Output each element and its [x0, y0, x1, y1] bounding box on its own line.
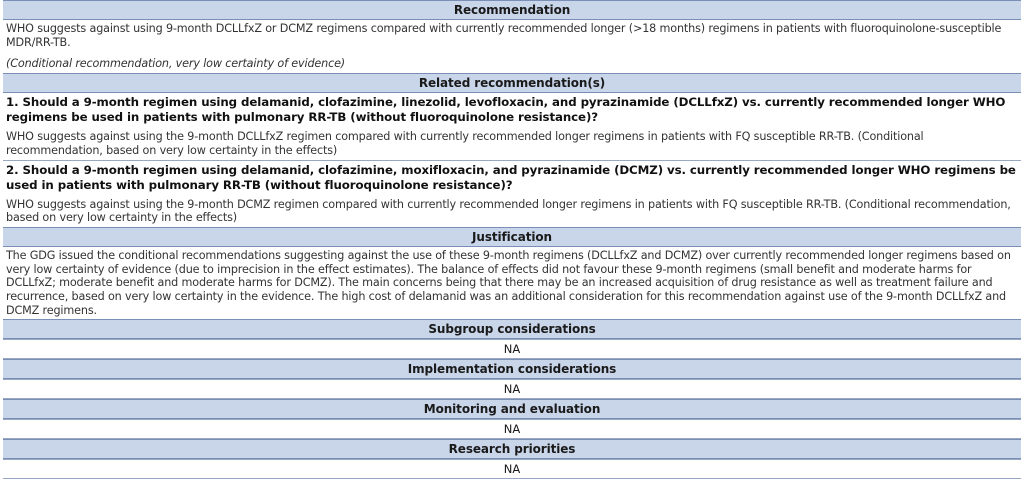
- justification-text: The GDG issued the conditional recommend…: [6, 248, 1011, 317]
- research-heading: Research priorities: [3, 439, 1021, 460]
- implementation-value: NA: [3, 379, 1021, 400]
- monitoring-value: NA: [3, 419, 1021, 440]
- research-value: NA: [3, 459, 1021, 480]
- related-recommendations-heading: Related recommendation(s): [3, 73, 1021, 94]
- implementation-heading: Implementation considerations: [3, 359, 1021, 380]
- related-question-2: 2. Should a 9-month regimen using delama…: [3, 159, 1021, 194]
- subgroup-value: NA: [3, 339, 1021, 360]
- subgroup-heading: Subgroup considerations: [3, 319, 1021, 340]
- justification-heading: Justification: [3, 226, 1021, 247]
- recommendation-heading: Recommendation: [3, 0, 1021, 20]
- related-answer-1: WHO suggests against using the 9-month D…: [6, 130, 924, 157]
- related-answer-2: WHO suggests against using the 9-month D…: [6, 197, 1011, 225]
- recommendation-text: WHO suggests against using 9-month DCLLf…: [6, 22, 1002, 49]
- recommendation-strength: (Conditional recommendation, very low ce…: [6, 57, 346, 71]
- monitoring-heading: Monitoring and evaluation: [3, 399, 1021, 420]
- recommendation-table: Recommendation WHO suggests against usin…: [3, 0, 1021, 480]
- related-question-1: 1. Should a 9-month regimen using delama…: [6, 95, 1006, 125]
